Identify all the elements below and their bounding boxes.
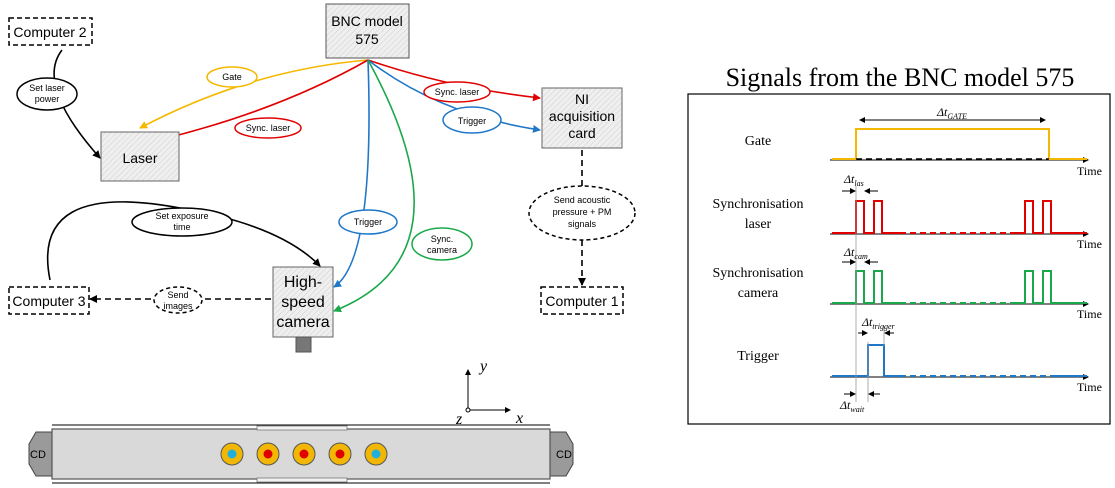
trigger-ni-label: Trigger <box>458 116 486 126</box>
computer-2-box: Computer 2 <box>8 17 93 46</box>
cd-right-label: CD <box>556 449 572 461</box>
send-acoustic-tag: Send acoustic pressure + PM signals <box>528 185 636 241</box>
send-acoustic-label-2: pressure + PM <box>553 207 612 217</box>
ni-label-1: NI <box>575 91 589 107</box>
gate-waveform <box>832 128 1087 160</box>
signals-title: Signals from the BNC model 575 <box>726 63 1075 92</box>
window-bottom <box>256 477 348 483</box>
set-exposure-label-1: Set exposure <box>155 211 208 221</box>
delta-gate-label: ΔtGATE <box>936 105 967 121</box>
send-images-label-2: images <box>163 301 193 311</box>
row-trigger-time: Time <box>1077 380 1102 394</box>
axis-x-label: x <box>515 410 523 427</box>
trigger-ni-tag: Trigger <box>442 106 502 134</box>
probe-dot-blue <box>371 449 381 459</box>
ni-card-box: NI acquisition card <box>541 87 623 149</box>
gate-tag: Gate <box>206 66 258 88</box>
sync-laser-ni-tag: Sync. laser <box>423 81 491 103</box>
send-images-label-1: Send <box>167 290 188 300</box>
probes <box>220 442 388 466</box>
camera-box: High- speed camera <box>272 266 334 353</box>
trigger-line-ni <box>367 59 541 133</box>
delta-arrows <box>842 117 1046 397</box>
trigger-waveform <box>832 344 1087 377</box>
delta-cam-label: Δtcam <box>843 245 868 261</box>
row-laser-label-2: laser <box>745 217 772 232</box>
axis-z-label: z <box>455 411 463 428</box>
computer-3-label: Computer 3 <box>12 293 85 309</box>
bnc-box: BNC model 575 <box>325 3 410 59</box>
send-acoustic-label-3: signals <box>568 219 597 229</box>
row-laser-time: Time <box>1077 237 1102 251</box>
window-top <box>256 425 348 431</box>
sync-camera-tag: Sync. camera <box>411 227 473 261</box>
sync-camera-label-1: Sync. <box>431 234 454 244</box>
row-laser-label-1: Synchronisation <box>713 197 804 212</box>
send-images-tag: Send images <box>153 286 203 314</box>
sync-camera-line <box>333 59 415 313</box>
row-trigger-label: Trigger <box>737 349 779 364</box>
set-laser-power-label-1: Set laser <box>29 83 65 93</box>
laser-box: Laser <box>100 131 180 182</box>
sync-laser-ni-label: Sync. laser <box>435 87 480 97</box>
cd-left-label: CD <box>30 449 46 461</box>
delta-las-label: Δtlas <box>843 172 864 188</box>
probe-dot-red <box>299 449 309 459</box>
trigger-camera-tag: Trigger <box>338 209 398 235</box>
gate-tag-label: Gate <box>222 72 242 82</box>
signals-panel <box>687 93 1111 425</box>
row-camera-label-1: Synchronisation <box>713 266 804 281</box>
camera-label-3: camera <box>276 314 329 331</box>
computer-2-label: Computer 2 <box>13 24 86 40</box>
probe-dot-blue <box>227 449 237 459</box>
sync-laser-line-laser <box>162 59 369 142</box>
trigger-camera-label: Trigger <box>354 217 382 227</box>
set-laser-power-tag: Set laser power <box>16 77 78 111</box>
computer-1-box: Computer 1 <box>540 286 624 315</box>
gate-line <box>139 59 369 129</box>
probe-dot-red <box>263 449 273 459</box>
send-acoustic-label-1: Send acoustic <box>554 195 611 205</box>
camera-lens <box>295 336 312 353</box>
axes-indicator <box>465 369 511 413</box>
axis-y-label: y <box>478 358 488 375</box>
trigger-line-camera <box>333 59 370 288</box>
computer-1-label: Computer 1 <box>545 293 618 309</box>
camera-label-1: High- <box>284 274 322 291</box>
set-laser-power-label-2: power <box>35 94 60 104</box>
sync-laser-laser-tag: Sync. laser <box>234 117 302 139</box>
row-camera-label-2: camera <box>738 286 779 301</box>
bnc-label-1: BNC model <box>331 13 403 29</box>
row-camera-time: Time <box>1077 307 1102 321</box>
bnc-label-2: 575 <box>355 31 379 47</box>
set-exposure-tag: Set exposure time <box>131 207 233 237</box>
channel: CD CD <box>28 424 574 484</box>
delta-wait-label: Δtwait <box>839 398 865 414</box>
probe-dot-red <box>335 449 345 459</box>
ni-label-2: acquisition <box>549 108 615 124</box>
row-gate-time: Time <box>1077 164 1102 178</box>
row-gate-label: Gate <box>745 134 771 149</box>
laser-label: Laser <box>122 150 157 166</box>
set-exposure-label-2: time <box>173 222 190 232</box>
sync-laser-laser-label: Sync. laser <box>246 123 291 133</box>
computer-3-box: Computer 3 <box>8 286 90 315</box>
sync-camera-label-2: camera <box>427 245 457 255</box>
delta-trigger-label: Δttrigger <box>861 315 896 331</box>
camera-label-2: speed <box>281 294 325 311</box>
ni-label-3: card <box>568 125 595 141</box>
